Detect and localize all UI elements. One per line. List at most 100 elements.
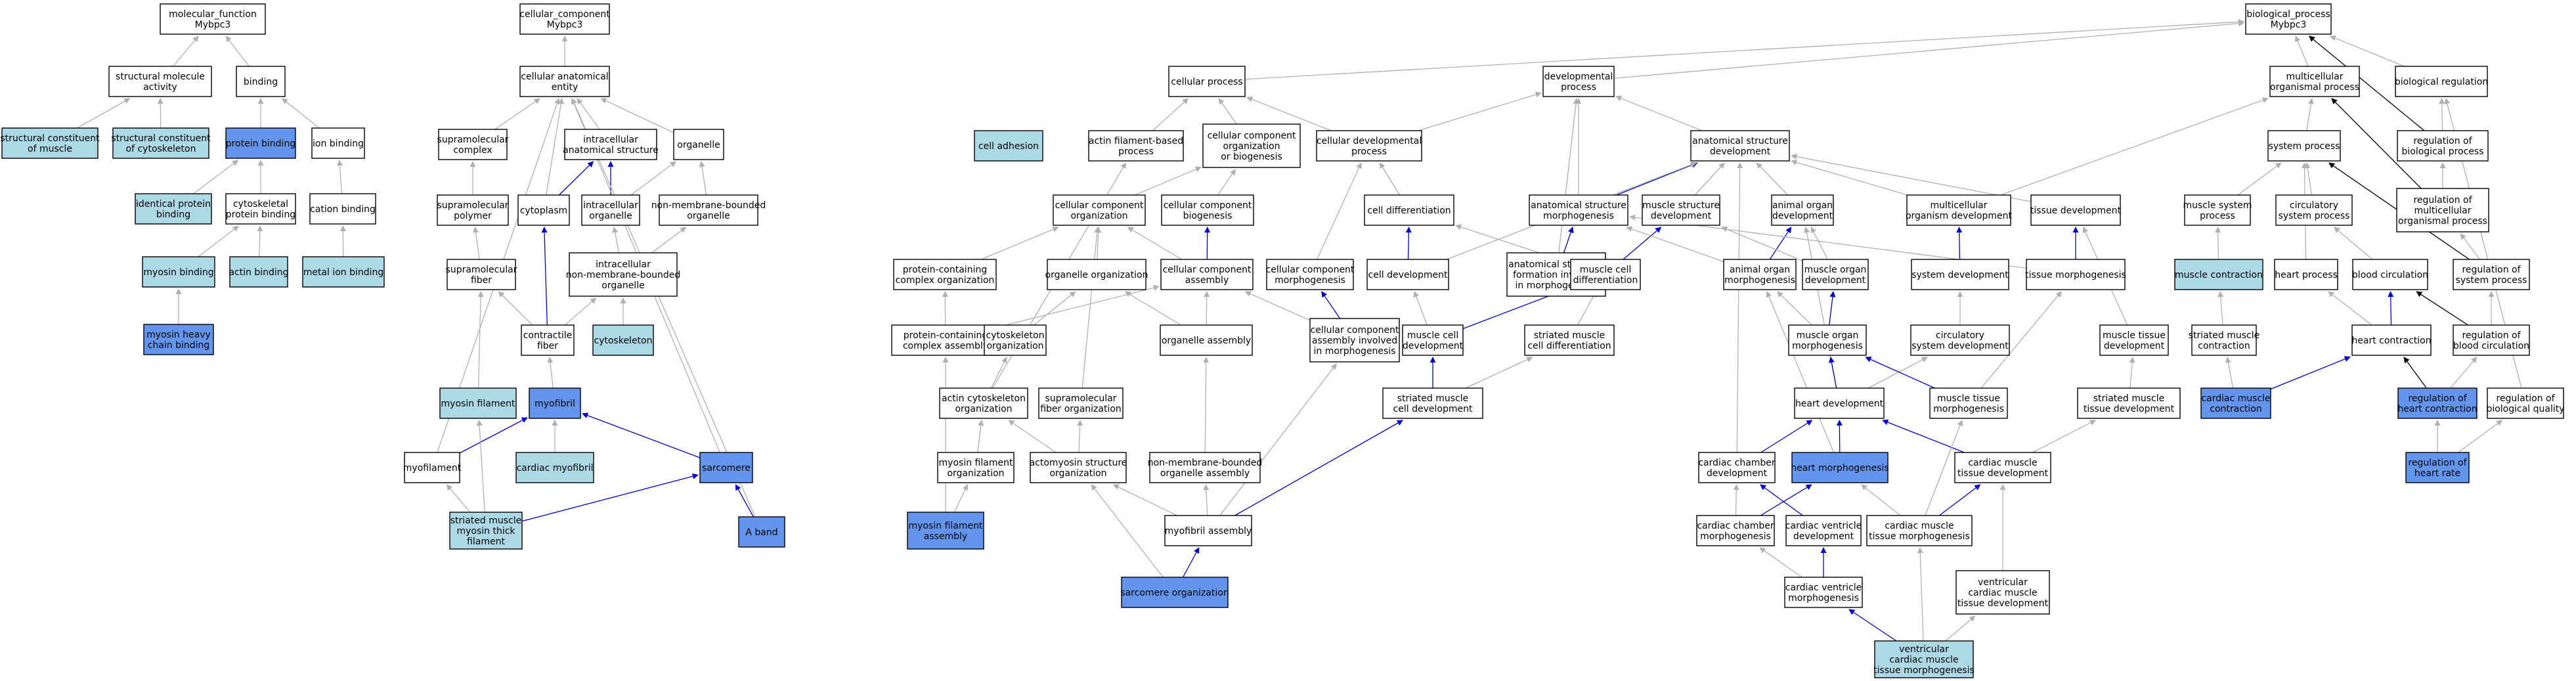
go-term-box [1, 127, 98, 159]
edge-heart_morph-to-heart_dev [1836, 420, 1843, 453]
go-term-label: binding [244, 77, 278, 87]
go-term-label: cellular component [1266, 265, 1355, 275]
go-term-node-cation-binding: cation binding [309, 193, 376, 225]
edge-asd-to-dev_process [1615, 95, 1703, 131]
edge-blood_circ-to-csp [2334, 227, 2373, 260]
edge-myosin_filament-to-supramol_fiber [477, 291, 484, 389]
edge-dev_process-to-bp_root [1613, 20, 2244, 79]
go-term-label: supramolecular [437, 135, 509, 145]
go-term-box [404, 452, 460, 483]
go-term-box [439, 387, 517, 419]
go-term-box [1047, 259, 1146, 290]
go-term-label: development [1793, 531, 1854, 542]
go-term-label: cardiac ventricle [1785, 582, 1862, 593]
edge-cco-to-ccob [1135, 166, 1202, 196]
go-term-label: cellular component [1208, 131, 1296, 141]
go-term-node-org-org: organelle organization [1045, 259, 1148, 290]
edge-cyto_org-to-org_org [1034, 291, 1076, 326]
go-term-node-myosin-binding: myosin binding [142, 256, 215, 288]
go-term-node-heart-morph: heart morphogenesis [1791, 452, 1889, 483]
go-term-node-myofibril: myofibril [529, 387, 581, 419]
go-term-box [581, 194, 640, 226]
edge-smcell_dev-to-smcd [1465, 357, 1533, 389]
go-term-label: protein binding [226, 139, 295, 149]
go-term-label: biological quality [2486, 404, 2564, 414]
edge-myofibril-to-contractile_fiber [547, 357, 554, 389]
go-term-label: muscle structure [1642, 200, 1720, 211]
edge-cation_binding-to-ion_binding [336, 160, 343, 194]
go-term-label: cardiac muscle [1968, 458, 2037, 468]
edge-bio_reg-to-bp_root [2329, 35, 2405, 67]
edge-aod-to-asd [1756, 162, 1789, 196]
go-term-label: in morphogenesis [1314, 346, 1396, 357]
go-term-label: development [1651, 211, 1712, 221]
go-term-box [1874, 640, 1974, 678]
edge-vcmtm-to-vcmtd [1945, 615, 1976, 642]
go-term-label: cellular component [1163, 265, 1252, 275]
go-term-label: organelle assembly [1160, 468, 1250, 479]
edge-myofibril_asm-to-ccaim [1219, 363, 1337, 516]
edge-cell_diff-to-cdp [1379, 162, 1401, 196]
edge-reg_mop-to-mcop [2331, 98, 2422, 189]
go-term-label: cardiac muscle [2201, 393, 2270, 404]
edge-reg_blood-to-blood_circ [2416, 291, 2468, 326]
go-term-box [1542, 66, 1615, 97]
go-term-box [447, 259, 516, 290]
go-term-box [2395, 66, 2488, 97]
go-term-node-blood-circ: blood circulation [2352, 259, 2428, 290]
go-term-box [1160, 259, 1254, 290]
go-term-box [1642, 194, 1720, 226]
go-term-label: morphogenesis [1543, 211, 1614, 221]
go-term-box [569, 252, 678, 297]
go-term-label: heart contraction [2351, 336, 2431, 346]
edge-tissue_dev-to-asd [1791, 154, 2032, 202]
go-term-box [1088, 130, 1184, 162]
go-term-node-tissue-morph: tissue morphogenesis [2025, 259, 2126, 290]
edge-struct_mol-to-mf_root [172, 35, 199, 67]
go-term-label: tissue morphogenesis [2025, 270, 2126, 280]
go-term-box [1570, 259, 1641, 290]
go-term-box [2267, 130, 2341, 162]
go-term-label: heart rate [2414, 468, 2460, 479]
edge-myofilament-to-myofibril [459, 417, 528, 454]
go-term-label: actin cytoskeleton [942, 393, 1026, 404]
go-term-node-heart-dev: heart development [1794, 387, 1885, 419]
edge-reg_sp-to-reg_mop [2460, 233, 2481, 260]
go-term-box [893, 259, 997, 290]
edge-myofibril_asm-to-aso [1112, 484, 1177, 516]
edge-smmtf-to-myofilament [446, 484, 471, 513]
go-term-box [160, 3, 266, 35]
go-term-node-protein-binding: protein binding [225, 127, 296, 159]
go-term-label: cell adhesion [978, 141, 1039, 152]
go-term-node-muscle-contraction: muscle contraction [2174, 259, 2263, 290]
go-term-node-sarc-org: sarcomere organization [1120, 577, 1229, 608]
go-term-label: cellular component [1311, 325, 1399, 336]
go-term-box [112, 127, 209, 159]
go-term-node-org-asm: organelle assembly [1160, 324, 1253, 356]
go-term-box [659, 194, 758, 226]
go-term-label: entity [552, 82, 579, 93]
go-term-label: system development [1911, 270, 2009, 280]
go-term-label: morphogenesis [1724, 275, 1795, 286]
go-term-label: sarcomere organization [1120, 588, 1229, 598]
go-term-label: morphogenesis [1275, 275, 1345, 286]
go-term-label: biological process [2402, 146, 2484, 157]
go-term-label: filament [467, 537, 505, 547]
edge-contractile_fiber-to-ic_nmb_organelle [565, 297, 597, 326]
go-term-label: morphogenesis [1933, 404, 2004, 414]
go-term-box [438, 129, 508, 160]
edge-asfim-to-asm [1563, 227, 1574, 253]
go-term-label: myosin heavy [146, 330, 211, 340]
go-term-label: process [1561, 82, 1596, 93]
go-term-label: tissue morphogenesis [1873, 665, 1975, 676]
go-term-label: blood circulation [2453, 341, 2529, 351]
